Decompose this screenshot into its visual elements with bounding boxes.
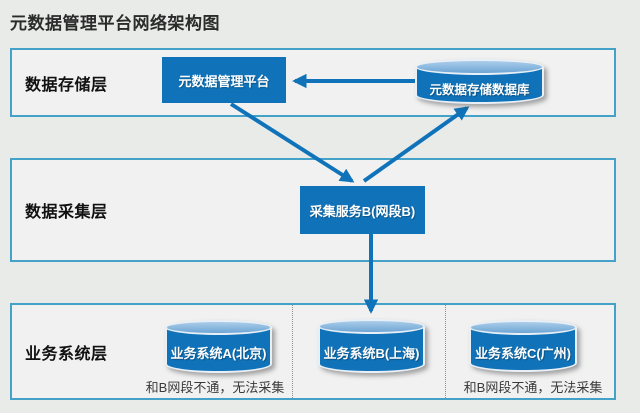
layer-collection-label: 数据采集层	[25, 204, 108, 221]
dotted-divider-left	[292, 305, 293, 398]
note-system-a: 和B网段不通，无法采集	[145, 380, 285, 395]
cylinder-body	[165, 327, 272, 373]
layer-band-collection: 数据采集层	[10, 158, 616, 262]
cylinder-body	[318, 326, 425, 373]
node-system-b-cylinder: 业务系统B(上海)	[318, 319, 425, 373]
note-system-c: 和B网段不通，无法采集	[463, 380, 603, 395]
node-platform-label: 元数据管理平台	[178, 73, 270, 89]
node-metadata-db-cylinder: 元数据存储数据库	[415, 59, 544, 104]
dotted-divider-right	[445, 305, 446, 398]
node-system-c-label: 业务系统C(广州)	[474, 345, 572, 361]
node-metadata-db-label: 元数据存储数据库	[429, 82, 530, 97]
cylinder-top-ellipse	[469, 320, 577, 335]
cylinder-top-ellipse	[318, 319, 425, 334]
layer-storage-label: 数据存储层	[25, 76, 108, 94]
cylinder-body	[469, 327, 577, 372]
node-system-a-label: 业务系统A(北京)	[170, 346, 267, 361]
node-collector-b: 采集服务B(网段B)	[300, 186, 425, 234]
node-system-a-cylinder: 业务系统A(北京)	[165, 320, 272, 373]
node-collector-b-label: 采集服务B(网段B)	[309, 203, 416, 219]
cylinder-top-ellipse	[415, 59, 544, 75]
cylinder-top-ellipse	[165, 320, 272, 335]
layer-business-label: 业务系统层	[25, 345, 108, 363]
node-system-b-label: 业务系统B(上海)	[323, 345, 420, 361]
node-system-c-cylinder: 业务系统C(广州)	[469, 320, 577, 372]
diagram-title: 元数据管理平台网络架构图	[10, 14, 220, 33]
node-platform: 元数据管理平台	[162, 57, 286, 103]
